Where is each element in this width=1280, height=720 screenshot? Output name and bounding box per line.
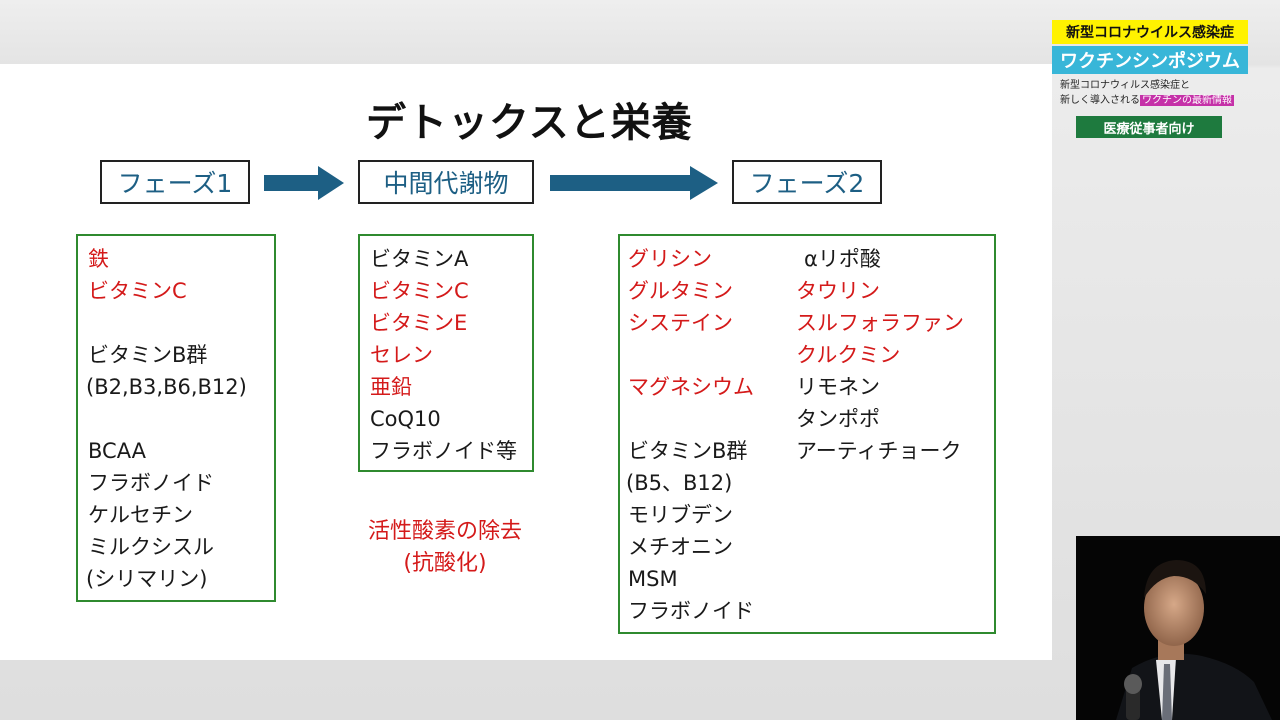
intermediate-box: 中間代謝物 (358, 160, 534, 204)
list-item: フラボノイド (88, 471, 214, 495)
list-item: メチオニン (628, 535, 733, 559)
list-item: MSM (628, 567, 678, 591)
slide-title: デトックスと栄養 (366, 100, 693, 146)
list-item: タンポポ (796, 407, 880, 431)
banner-title-line2: ワクチンシンポジウム (1052, 46, 1248, 74)
phase1-list: 鉄 ビタミンC ビタミンB群 (B2,B3,B6,B12) BCAA フラボノイ… (76, 234, 276, 602)
antioxidant-note: 活性酸素の除去 (抗酸化) (340, 516, 550, 580)
list-item: システイン (628, 311, 733, 335)
list-item: モリブデン (628, 503, 733, 527)
banner-subtitle-highlight: ワクチンの最新情報 (1140, 95, 1234, 106)
list-item: グリシン (628, 247, 712, 271)
list-item: ビタミンB群 (88, 343, 208, 367)
list-item: リモネン (796, 375, 880, 399)
list-item: ビタミンE (370, 311, 468, 335)
phase2-list: グリシン グルタミン システイン マグネシウム ビタミンB群 (B5、B12) … (618, 234, 996, 634)
note-line: 活性酸素の除去 (367, 519, 522, 544)
speaker-video (1076, 536, 1280, 720)
banner-subtitle-prefix: 新しく導入される (1060, 95, 1140, 106)
list-item: αリポ酸 (804, 247, 881, 271)
list-item: ビタミンA (370, 247, 469, 271)
list-item: アーティチョーク (796, 439, 962, 463)
list-item: CoQ10 (370, 407, 441, 431)
list-item: (B2,B3,B6,B12) (86, 375, 247, 399)
audience-badge: 医療従事者向け (1076, 116, 1222, 138)
list-item: スルフォラファン (796, 311, 964, 335)
list-item: クルクミン (796, 343, 901, 367)
list-item: 亜鉛 (370, 375, 412, 399)
phase2-box: フェーズ2 (732, 160, 882, 204)
list-item: ミルクシスル (88, 535, 214, 559)
list-item: 鉄 (88, 247, 109, 271)
banner-title-line1: 新型コロナウイルス感染症 (1052, 20, 1248, 44)
list-item: ビタミンC (370, 279, 469, 303)
list-item: ビタミンC (88, 279, 187, 303)
speaker-silhouette-icon (1116, 560, 1272, 720)
list-item: BCAA (88, 439, 147, 463)
list-item: タウリン (796, 279, 880, 303)
banner-subtitle-line2: 新しく導入されるワクチンの最新情報 (1060, 93, 1234, 108)
list-item: グルタミン (628, 279, 733, 303)
list-item: (B5、B12) (626, 471, 733, 495)
banner-subtitle-line1: 新型コロナウィルス感染症と (1060, 80, 1190, 91)
list-item: (シリマリン) (86, 567, 208, 591)
presentation-slide: デトックスと栄養 フェーズ1 中間代謝物 フェーズ2 鉄 ビタミンC ビタミンB… (0, 64, 1052, 660)
list-item: フラボノイド等 (370, 439, 517, 463)
intermediate-list: ビタミンA ビタミンC ビタミンE セレン 亜鉛 CoQ10 フラボノイド等 (358, 234, 534, 472)
list-item: マグネシウム (628, 375, 754, 399)
arrow-right-icon (550, 166, 718, 200)
banner-subtitle: 新型コロナウィルス感染症と 新しく導入されるワクチンの最新情報 (1060, 78, 1234, 108)
list-item: セレン (370, 343, 433, 367)
arrow-right-icon (264, 166, 344, 200)
note-line: (抗酸化) (403, 551, 487, 576)
phase1-box: フェーズ1 (100, 160, 250, 204)
list-item: フラボノイド (628, 599, 754, 623)
list-item: ビタミンB群 (628, 439, 748, 463)
list-item: ケルセチン (88, 503, 193, 527)
